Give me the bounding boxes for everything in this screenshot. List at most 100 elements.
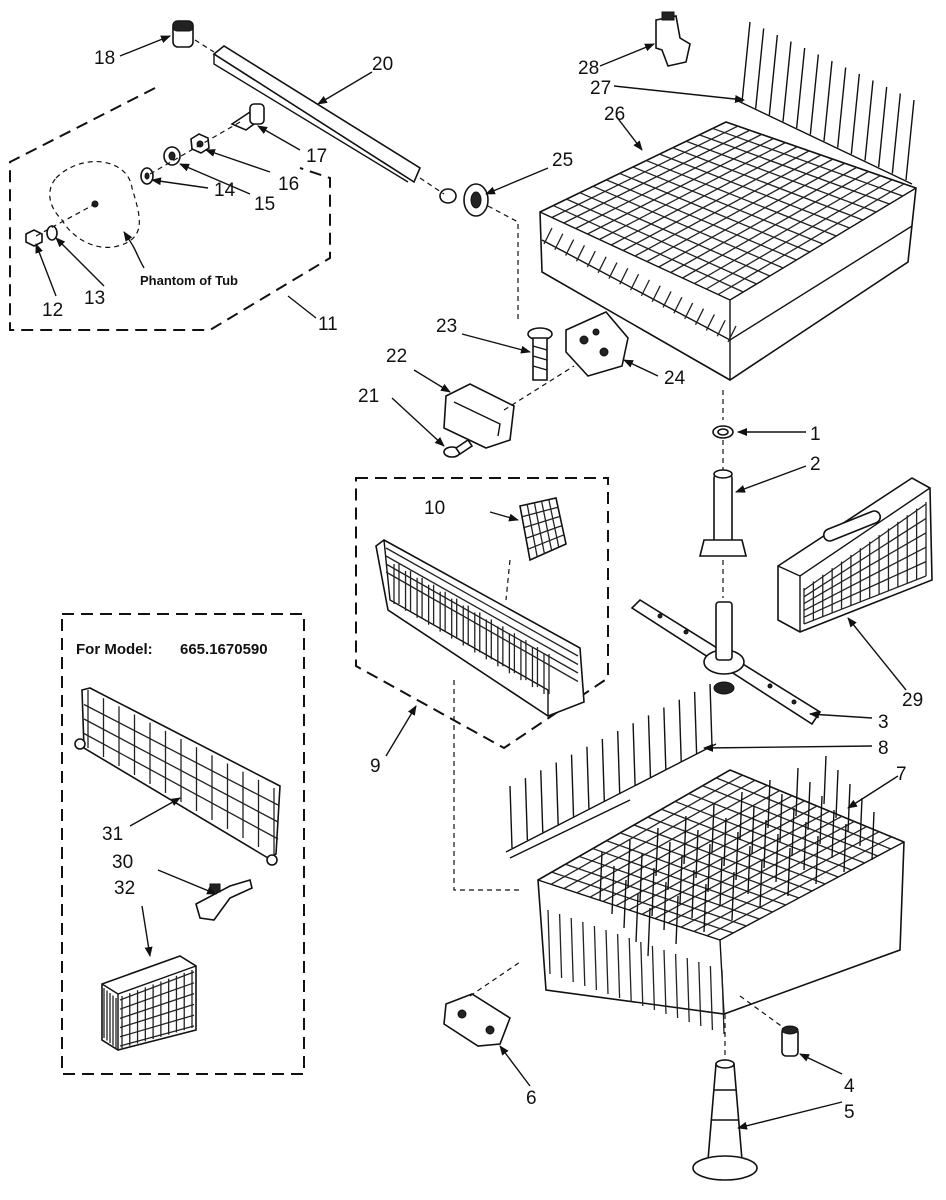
callout-6: 6: [526, 1088, 537, 1109]
callout-5: 5: [844, 1102, 855, 1123]
wire-segment: [675, 895, 679, 945]
wire-segment: [119, 1014, 195, 1038]
wire-segment: [658, 162, 846, 268]
callout-13: 13: [84, 288, 105, 309]
wire-segment: [809, 54, 820, 135]
callout-7: 7: [896, 764, 907, 785]
wire-segment: [707, 843, 711, 893]
wire-segment: [754, 28, 765, 109]
callout-11: 11: [318, 314, 338, 335]
wire-segment: [767, 779, 771, 829]
wire-segment: [709, 683, 713, 747]
callout-20: 20: [372, 54, 393, 75]
screw-23: [527, 327, 553, 381]
wire-segment: [662, 291, 672, 308]
wire-segment: [815, 835, 819, 885]
bracket-24: [565, 311, 629, 377]
wire-segment: [558, 913, 563, 979]
wire-segment: [582, 921, 586, 987]
wire-segment: [551, 125, 739, 219]
wire-segment: [651, 285, 661, 302]
wire-segment: [803, 517, 927, 598]
wire-segment: [731, 871, 735, 921]
wire-segment: [611, 865, 615, 915]
callout-30: 30: [112, 852, 133, 873]
nut-12: [25, 229, 43, 247]
wire-segment: [525, 524, 563, 540]
basket-29: [777, 477, 933, 633]
wire-segment: [524, 778, 529, 841]
wire-segment: [682, 170, 869, 279]
wire-segment: [679, 855, 683, 905]
wire-segment: [667, 841, 671, 891]
wire-segment: [385, 563, 579, 674]
wire-segment: [83, 718, 279, 823]
wire-segment: [548, 499, 560, 548]
wire-segment: [599, 851, 603, 901]
wire-segment: [550, 774, 743, 885]
callout-10: 10: [424, 498, 445, 519]
wire-segment: [803, 503, 927, 591]
wire-segment: [678, 699, 682, 762]
wire-segment: [691, 869, 695, 919]
wire-segment: [597, 256, 607, 274]
wire-segment: [693, 831, 880, 933]
wire-segment: [791, 807, 795, 857]
callout-29: 29: [902, 690, 923, 711]
wire-segment: [586, 746, 590, 809]
wire-segment: [723, 817, 727, 867]
wire-segment: [721, 969, 725, 1035]
wire-segment: [663, 707, 667, 770]
wire-segment: [655, 827, 659, 877]
wire-segment: [570, 917, 574, 983]
wire-segment: [616, 933, 621, 999]
cover-22: [443, 383, 515, 449]
wire-segment: [651, 867, 655, 917]
wire-segment: [640, 279, 650, 297]
wire-segment: [759, 859, 763, 909]
wire-segment: [555, 762, 559, 825]
wire-segment: [775, 833, 779, 883]
wire-segment: [119, 1025, 195, 1047]
callout-21: 21: [358, 386, 379, 407]
wire-segment: [905, 99, 915, 181]
model-number: 665.1670590: [180, 641, 268, 658]
tub-hardware-group: Phantom of Tub: [9, 87, 331, 331]
wire-segment: [628, 805, 818, 911]
callout-2: 2: [810, 454, 821, 475]
tub-phantom-outline: [49, 161, 140, 248]
wire-segment: [119, 992, 195, 1020]
wire-segment: [803, 821, 807, 871]
wire-segment: [751, 805, 755, 855]
wire-segment: [647, 715, 652, 778]
spray-tube-2: [698, 469, 748, 557]
spacer-15: [163, 146, 181, 166]
wire-segment: [747, 845, 751, 895]
wire-segment: [795, 47, 806, 129]
screw-21: [443, 438, 474, 458]
wire-segment: [663, 949, 667, 1015]
wire-segment: [610, 146, 798, 246]
lower-rack-7: [537, 755, 905, 1035]
wire-segment: [694, 308, 705, 325]
wire-segment: [850, 73, 861, 155]
wire-segment: [640, 941, 644, 1007]
wire-segment: [803, 546, 927, 611]
wire-segment: [646, 158, 834, 263]
wire-segment: [533, 502, 546, 554]
wire-segment: [735, 831, 739, 881]
wire-segment: [823, 755, 827, 805]
wire-segment: [608, 262, 618, 279]
rack-insert-group-9: [355, 477, 609, 750]
wire-segment: [739, 791, 743, 841]
wire-segment: [670, 166, 857, 274]
model-variant-box: For Model: 665.1670590: [61, 613, 305, 1075]
wire-segment: [576, 784, 768, 894]
phantom-label: Phantom of Tub: [140, 273, 238, 288]
callout-12: 12: [42, 300, 63, 321]
wire-segment: [674, 953, 679, 1019]
wire-segment: [599, 142, 786, 241]
callout-16: 16: [278, 174, 299, 195]
washer-14: [140, 167, 154, 185]
wire-segment: [627, 839, 631, 889]
